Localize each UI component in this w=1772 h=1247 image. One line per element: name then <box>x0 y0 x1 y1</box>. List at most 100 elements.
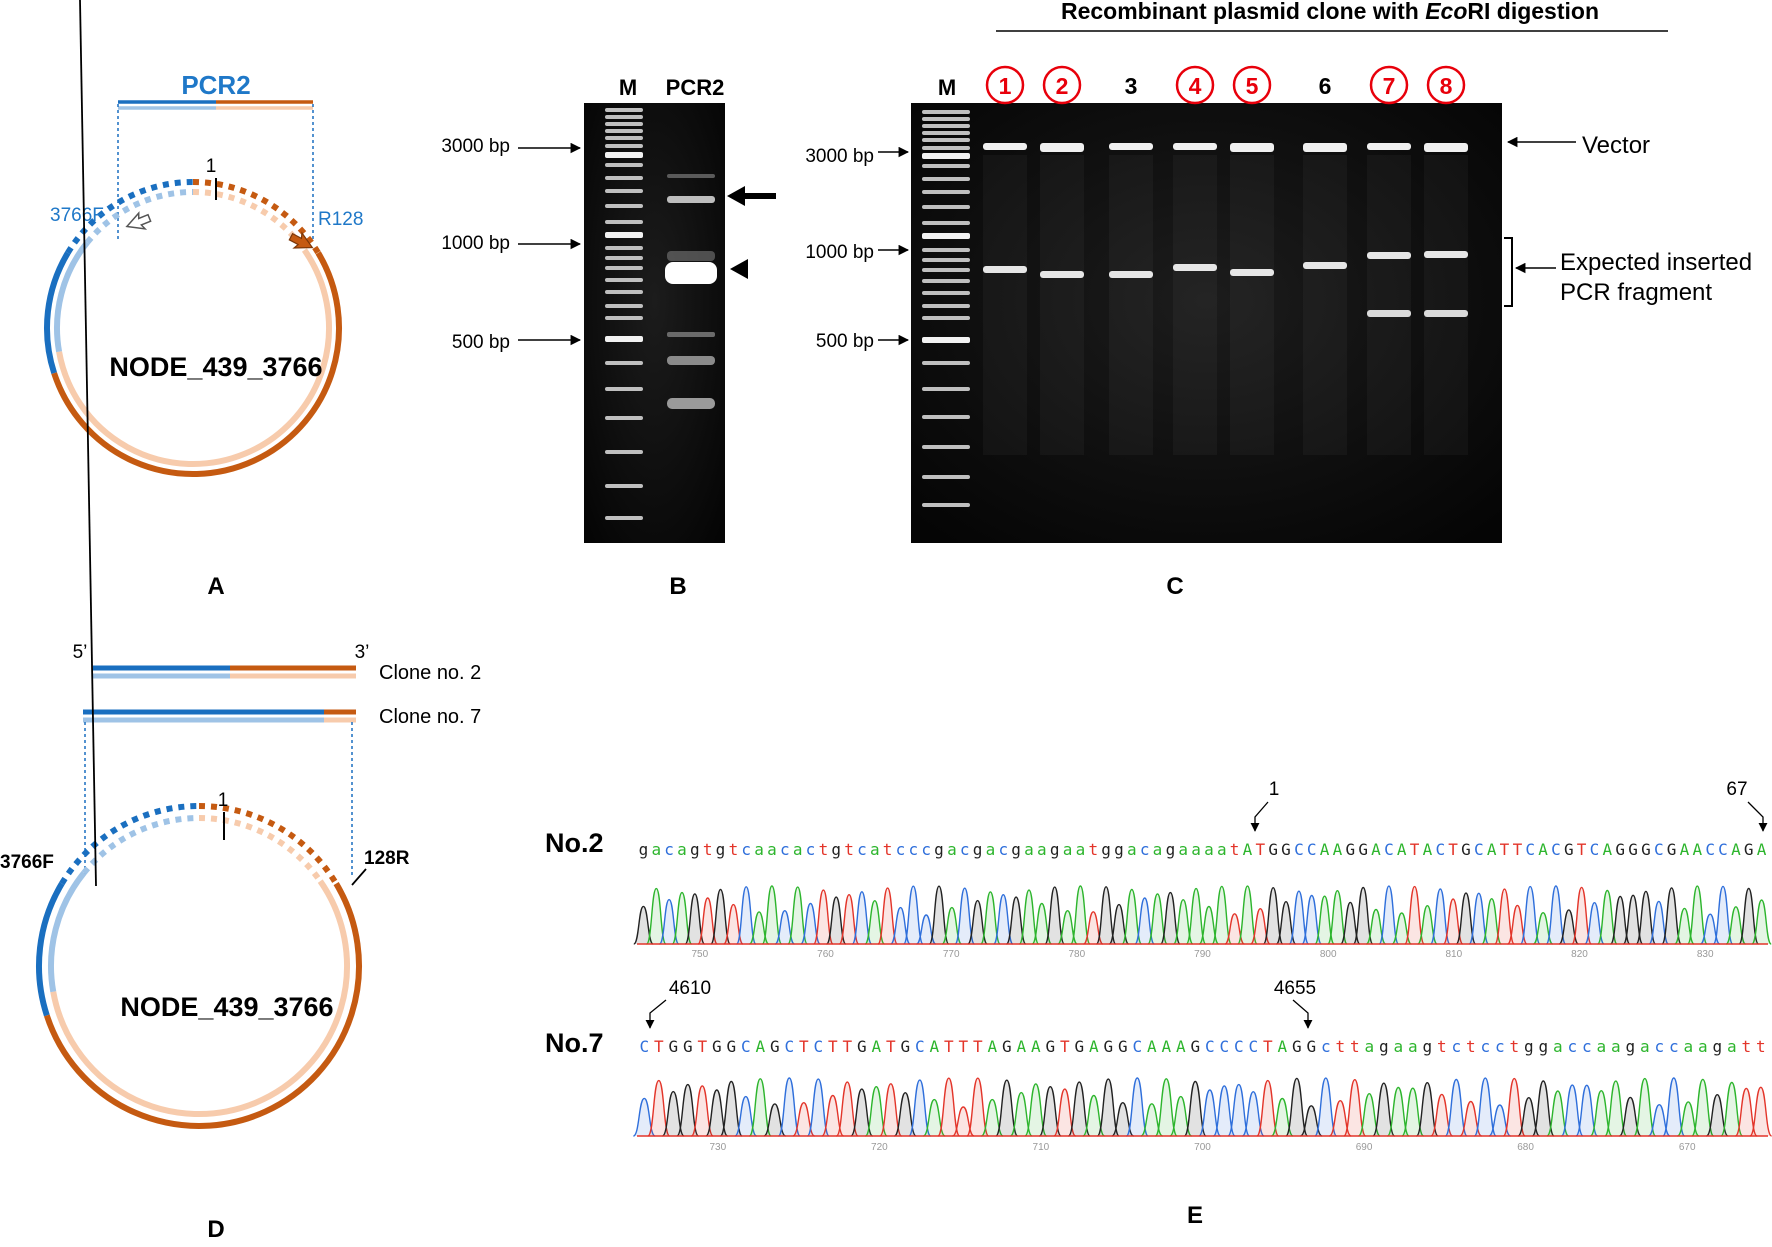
base-letter: G <box>1345 840 1355 859</box>
plasmid-name-a: NODE_439_3766 <box>109 352 322 382</box>
base-letter: a <box>1408 1037 1418 1056</box>
base-letter: C <box>1705 840 1715 859</box>
base-letter: G <box>1744 840 1754 859</box>
ladder-lane-c <box>922 110 970 507</box>
panel-c-title-suffix: RI digestion <box>1467 0 1599 24</box>
outer-blue-dashed-arc <box>59 803 200 886</box>
base-letter: g <box>1011 840 1021 859</box>
ladder-band <box>922 205 970 209</box>
pcr-band-main <box>665 262 717 284</box>
pcr-band <box>667 356 715 365</box>
base-letter: g <box>1524 1037 1534 1056</box>
base-letter: c <box>1451 1037 1461 1056</box>
base-letter: G <box>1461 840 1471 859</box>
lane-circle-icon <box>985 65 1025 105</box>
base-letter: T <box>799 1037 809 1056</box>
ladder-band <box>922 124 970 128</box>
trace-peak <box>1125 1077 1149 1137</box>
base-letter: a <box>1076 840 1086 859</box>
ladder-band <box>922 291 970 295</box>
target-band-arrow-icon <box>727 186 776 206</box>
outer-orange-dashed-arc <box>198 803 339 886</box>
base-letter: a <box>870 840 880 859</box>
base-letter: A <box>1016 1037 1026 1056</box>
reverse-primer-label-a: R128 <box>318 209 363 230</box>
insert-band-small <box>1424 310 1468 317</box>
trace-peak <box>1343 1078 1367 1137</box>
insert-band <box>1367 252 1411 259</box>
trace-peak <box>1687 885 1708 945</box>
lane-circle-icon <box>1426 65 1466 105</box>
panel-letter-c: C <box>1166 573 1183 600</box>
trace-peak <box>1633 1077 1657 1137</box>
gel-c <box>911 103 1502 543</box>
trace-tick-label: 720 <box>871 1142 888 1153</box>
ladder-band <box>605 316 643 320</box>
base-letter: G <box>1306 1037 1316 1056</box>
base-letter: C <box>1234 1037 1244 1056</box>
clone2-label: Clone no. 2 <box>379 662 481 684</box>
base-letter: g <box>1166 840 1176 859</box>
trace-peak <box>806 1078 830 1137</box>
base-letter: T <box>842 1037 852 1056</box>
trace-peak <box>1183 1080 1207 1137</box>
trace-peak <box>1352 886 1374 945</box>
base-letter: T <box>1255 840 1265 859</box>
row1-marker2-arrow <box>1747 801 1768 832</box>
base-letter: t <box>1756 1037 1766 1056</box>
plasmid-map-d <box>36 803 362 1129</box>
pcr-band <box>667 332 715 337</box>
base-letter: a <box>1553 1037 1563 1056</box>
vector-band <box>1040 143 1084 152</box>
trace-tick-label: 680 <box>1517 1142 1534 1153</box>
trace-tick-label: 820 <box>1571 949 1588 960</box>
base-letter: T <box>828 1037 838 1056</box>
trace-peak <box>710 888 731 945</box>
base-letter: t <box>1509 1037 1519 1056</box>
base-letter: T <box>958 1037 968 1056</box>
ladder-band <box>605 144 643 148</box>
panel-a: PCR2 1 3766F R128 NODE_439_3766 A <box>44 70 363 600</box>
trace-peak <box>937 1077 961 1137</box>
base-letter: A <box>987 1037 997 1056</box>
ladder-band <box>922 221 970 225</box>
plasmid-map-a <box>44 179 342 477</box>
base-letter: A <box>929 1037 939 1056</box>
row1-marker2-label: 67 <box>1726 779 1747 800</box>
base-letter: G <box>1615 840 1625 859</box>
base-letter: C <box>741 1037 751 1056</box>
lane-smear <box>1367 155 1411 455</box>
insert-band-small <box>1367 310 1411 317</box>
base-letter: a <box>1683 1037 1693 1056</box>
base-letter: G <box>1103 1037 1113 1056</box>
base-letter: c <box>664 840 674 859</box>
outer-orange-arc <box>43 882 362 1129</box>
trace-peak <box>777 1077 801 1137</box>
lane-label: 5 <box>1246 73 1259 99</box>
trace-peak <box>1044 886 1065 945</box>
ladder-band <box>922 110 970 114</box>
trace-peak <box>787 886 808 945</box>
base-letter: a <box>1727 1037 1737 1056</box>
ladder-band <box>605 484 643 488</box>
ladder-band <box>922 445 970 449</box>
base-letter: a <box>1178 840 1188 859</box>
base-letter: G <box>712 1037 722 1056</box>
trace-peak <box>1662 1077 1686 1137</box>
base-letter: c <box>1582 1037 1592 1056</box>
base-letter: c <box>857 840 867 859</box>
base-letter: C <box>1248 1037 1258 1056</box>
base-letter: a <box>1596 1037 1606 1056</box>
trace-peak <box>1720 1081 1744 1137</box>
base-letter: c <box>998 840 1008 859</box>
base-letter: G <box>1292 1037 1302 1056</box>
base-letter: C <box>1590 840 1600 859</box>
base-letter: A <box>1161 1037 1171 1056</box>
lane-label: 8 <box>1440 73 1453 99</box>
base-letter: T <box>973 1037 983 1056</box>
lane-m-label-c: M <box>938 75 956 100</box>
ladder-band <box>605 129 643 133</box>
insert-band <box>1303 262 1347 269</box>
insert-bracket <box>1504 237 1513 307</box>
vector-label: Vector <box>1582 132 1650 159</box>
